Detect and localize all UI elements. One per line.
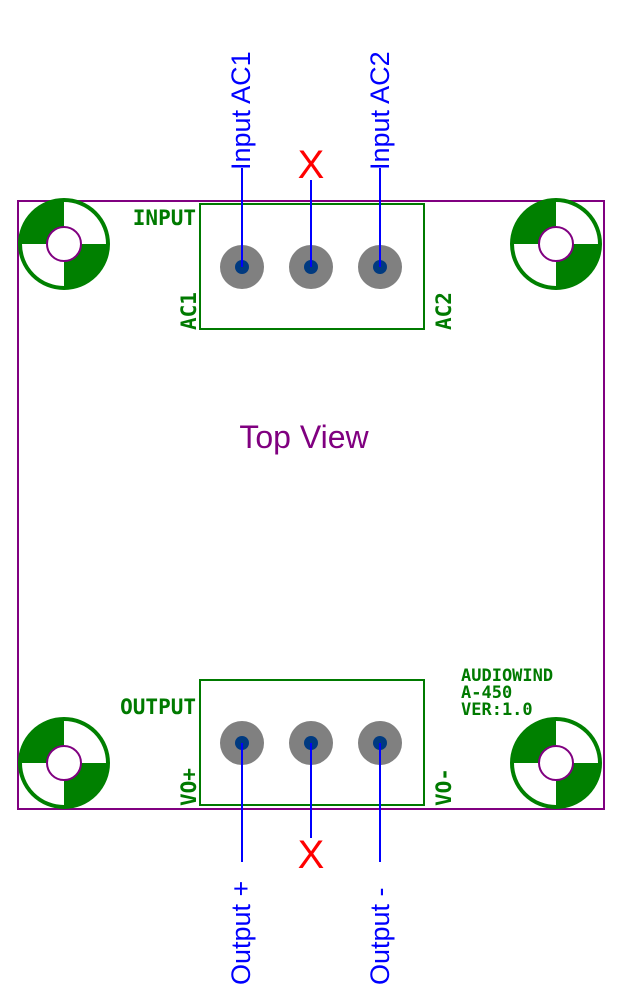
input-ac2-wire-label: Input AC2 (365, 51, 395, 170)
diagram-title: Top View (239, 419, 369, 455)
mount-hole-bottom-left (18, 717, 110, 809)
mount-hole-top-right (510, 198, 602, 290)
output-minus-wire-label: Output - (365, 887, 395, 985)
mount-hole-bottom-right (510, 717, 602, 809)
input-connector-label: INPUT (133, 206, 196, 230)
output-pin-vo-minus-label: VO- (432, 768, 456, 806)
output-nc-marker: X (298, 833, 325, 877)
output-pin-vo-plus-label: VO+ (177, 768, 201, 806)
input-pin-ac2-label: AC2 (432, 292, 456, 330)
output-connector-label: OUTPUT (120, 695, 196, 719)
board-model: A-450 (461, 683, 512, 703)
input-pin-ac1-label: AC1 (177, 292, 201, 330)
output-plus-wire-label: Output + (226, 881, 256, 985)
board-version: VER:1.0 (461, 700, 533, 720)
mount-hole-top-left (18, 198, 110, 290)
board-brand: AUDIOWIND (461, 666, 553, 686)
input-nc-marker: X (298, 143, 325, 187)
input-ac1-wire-label: Input AC1 (226, 51, 256, 170)
